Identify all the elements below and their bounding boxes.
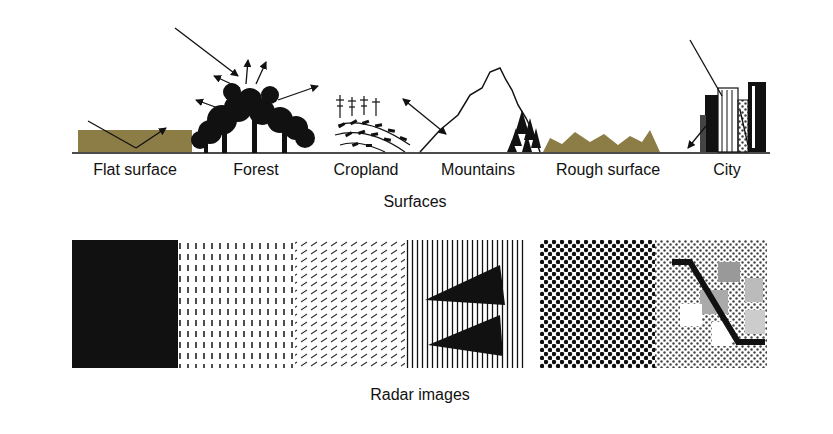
surface-label: Flat surface: [93, 161, 177, 179]
section-heading: Surfaces: [383, 193, 446, 211]
surface-label: Cropland: [334, 161, 399, 179]
city: [688, 40, 766, 152]
section-heading: Radar images: [370, 386, 470, 404]
surface-label: Forest: [233, 161, 278, 179]
radar-images: [72, 240, 767, 368]
ground-line: [72, 152, 770, 154]
surface-label: Mountains: [441, 161, 515, 179]
forest: [175, 28, 318, 153]
rough-surface: [543, 130, 660, 152]
surface-label: City: [713, 161, 741, 179]
cropland: [335, 95, 410, 152]
surface-label: Rough surface: [556, 161, 660, 179]
mountains: [403, 68, 541, 152]
flat-surface: [78, 121, 192, 152]
